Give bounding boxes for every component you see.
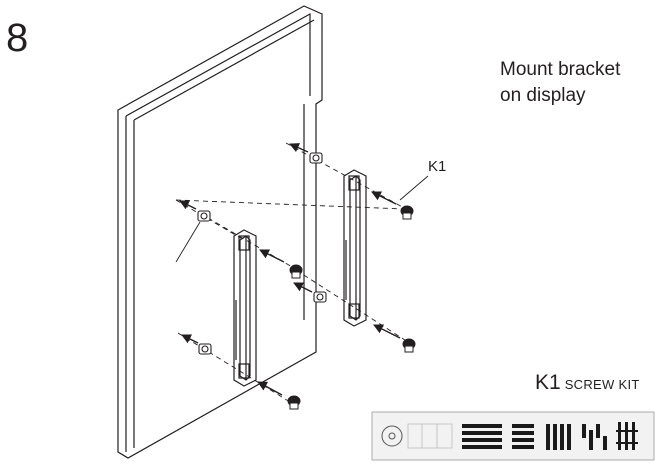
screws <box>287 205 416 410</box>
display-panel <box>117 5 323 459</box>
kit-short-screws <box>582 424 607 450</box>
kit-round-spacer-icon <box>381 425 403 447</box>
screw-middle-left <box>289 264 303 279</box>
right-bracket <box>343 169 367 327</box>
screw-callout-label-top: K1 <box>428 158 447 175</box>
screw-bottom-left <box>287 395 301 410</box>
step-number: 8 <box>6 16 29 60</box>
insertion-arrows <box>179 143 401 396</box>
spacer-bottom-left <box>198 343 212 355</box>
kit-vertical-screws <box>546 424 571 450</box>
step-instruction: Mount bracket on display <box>500 57 620 109</box>
screw-upper-right <box>400 205 414 220</box>
screw-lower-right <box>402 338 416 353</box>
kit-spacer-column <box>616 422 638 450</box>
left-bracket <box>233 229 257 387</box>
kit-screw-rows-small <box>512 424 534 449</box>
screw-kit-code: K1 <box>535 371 561 394</box>
screw-kit-label: SCREW KIT <box>564 377 640 392</box>
callout-leaders <box>175 175 429 263</box>
spacer-top-right <box>309 152 323 164</box>
screw-kit-strip <box>371 411 655 461</box>
spacers <box>197 152 327 355</box>
spacer-top-left <box>197 210 211 222</box>
instruction-line-1: Mount bracket <box>500 59 621 80</box>
kit-blank-cells <box>407 423 453 449</box>
spacer-bottom-right <box>313 291 327 303</box>
kit-screw-rows-large <box>462 424 502 449</box>
instruction-line-2: on display <box>500 85 586 106</box>
